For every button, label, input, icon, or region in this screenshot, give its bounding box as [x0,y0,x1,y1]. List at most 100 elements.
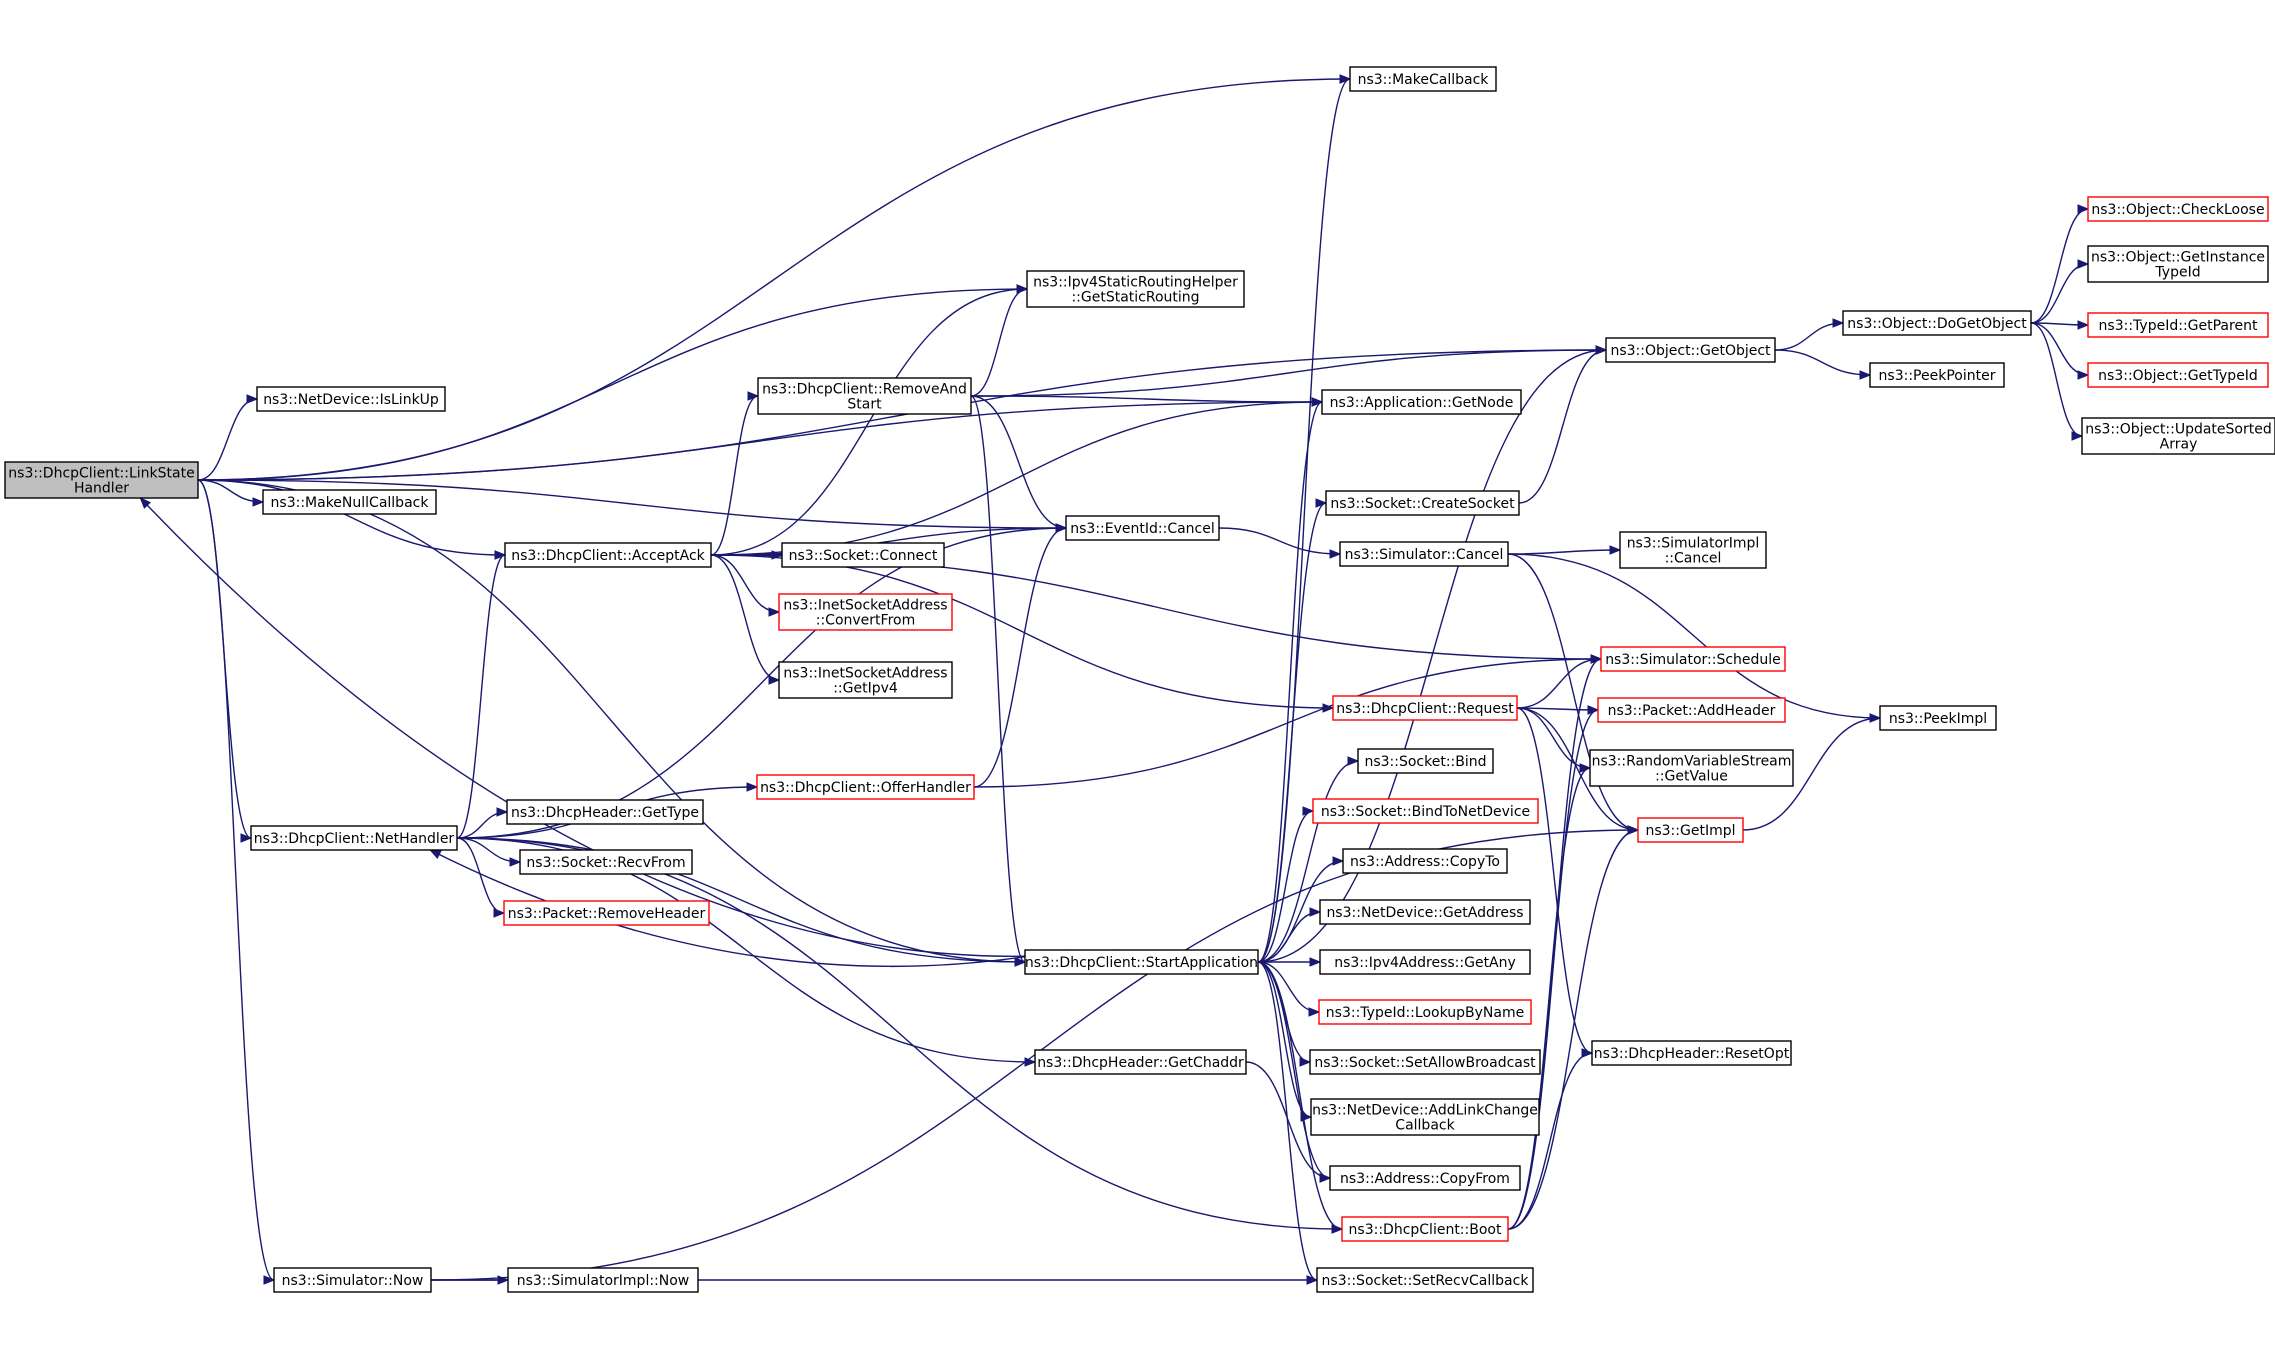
node-resetopt[interactable]: ns3::DhcpHeader::ResetOpt [1591,1040,1792,1066]
arrowhead [1579,763,1592,773]
node-simcancel[interactable]: ns3::Simulator::Cancel [1339,541,1509,567]
node-box [1325,490,1520,516]
node-typeidgetparent[interactable]: ns3::TypeId::GetParent [2087,312,2269,338]
node-box [1349,66,1497,92]
node-box [1319,899,1531,925]
node-ipv4getany[interactable]: ns3::Ipv4Address::GetAny [1319,949,1531,975]
node-randomvar[interactable]: ns3::RandomVariableStream::GetValue [1589,749,1794,787]
node-label: ns3::SimulatorImpl [1627,536,1760,552]
node-label: ns3::DhcpClient::RemoveAnd [762,382,967,398]
edge-startapp-to-netgetaddress [1257,907,1322,963]
node-label: ns3::DhcpClient::LinkState [8,466,194,482]
node-acceptack[interactable]: ns3::DhcpClient::AcceptAck [504,542,712,568]
edge-line [973,527,1067,788]
edge-line [1257,760,1359,963]
edge-line [1218,527,1341,555]
node-box [504,542,712,568]
node-label: ns3::Socket::SetRecvCallback [1322,1273,1530,1289]
node-checkloose[interactable]: ns3::Object::CheckLoose [2087,196,2269,222]
node-label: ns3::MakeNullCallback [271,495,430,511]
node-offerhandler[interactable]: ns3::DhcpClient::OfferHandler [756,774,975,800]
node-getchaddr[interactable]: ns3::DhcpHeader::GetChaddr [1034,1049,1247,1075]
node-objgettypeid[interactable]: ns3::Object::GetTypeId [2087,362,2269,388]
node-simimplnow[interactable]: ns3::SimulatorImpl::Now [507,1267,699,1293]
node-label: ns3::Socket::Bind [1364,754,1486,770]
node-label: ::GetIpv4 [833,681,898,697]
node-label: ns3::Ipv4Address::GetAny [1334,955,1516,971]
node-box [1319,949,1531,975]
edge-line [1507,767,1591,1230]
node-label: ::Cancel [1665,551,1722,567]
node-peekimpl[interactable]: ns3::PeekImpl [1879,705,1997,731]
node-makecallback[interactable]: ns3::MakeCallback [1349,66,1497,92]
node-simnow[interactable]: ns3::Simulator::Now [273,1267,432,1293]
edge-offerhandler-to-eventcancel [973,523,1068,788]
node-getipv4[interactable]: ns3::InetSocketAddress::GetIpv4 [778,661,953,699]
node-netgetaddress[interactable]: ns3::NetDevice::GetAddress [1319,899,1531,925]
node-label: ns3::DhcpClient::OfferHandler [760,780,971,796]
edge-startapp-to-getobject [1257,345,1608,963]
node-appgetnode[interactable]: ns3::Application::GetNode [1321,389,1522,415]
node-request[interactable]: ns3::DhcpClient::Request [1332,695,1518,721]
arrowhead [1309,907,1322,917]
node-lookupbyname[interactable]: ns3::TypeId::LookupByName [1318,999,1532,1025]
edge-removeand-to-startapp [970,395,1027,967]
node-boot[interactable]: ns3::DhcpClient::Boot [1341,1216,1509,1242]
node-bindtonet[interactable]: ns3::Socket::BindToNetDevice [1312,798,1539,824]
node-makenull[interactable]: ns3::MakeNullCallback [262,489,437,515]
node-removeheader[interactable]: ns3::Packet::RemoveHeader [503,900,710,926]
node-label: ns3::DhcpClient::Boot [1349,1222,1502,1238]
edge-boot-to-resetopt [1507,1048,1594,1230]
node-createsocket[interactable]: ns3::Socket::CreateSocket [1325,490,1520,516]
node-recvfrom[interactable]: ns3::Socket::RecvFrom [519,849,693,875]
arrowhead [246,394,259,404]
edge-dogetobject-to-checkloose [2030,204,2090,324]
node-peekpointer[interactable]: ns3::PeekPointer [1869,362,2005,388]
node-gettype[interactable]: ns3::DhcpHeader::GetType [506,799,704,825]
node-box [1637,817,1744,843]
node-eventcancel[interactable]: ns3::EventId::Cancel [1065,515,1220,541]
arrowhead [1302,806,1315,816]
edge-line [456,837,1026,963]
node-setallowbroadcast[interactable]: ns3::Socket::SetAllowBroadcast [1309,1049,1541,1075]
node-socketconnect[interactable]: ns3::Socket::Connect [781,542,945,568]
arrowhead [1590,654,1603,664]
node-label: Array [2160,437,2198,453]
node-startapp[interactable]: ns3::DhcpClient::StartApplication [1024,949,1259,975]
node-getimpl[interactable]: ns3::GetImpl [1637,817,1744,843]
node-dogetobject[interactable]: ns3::Object::DoGetObject [1842,310,2032,336]
node-box [756,774,975,800]
node-nethandler[interactable]: ns3::DhcpClient::NetHandler [250,825,458,851]
node-socketbind[interactable]: ns3::Socket::Bind [1357,748,1494,774]
node-addheader[interactable]: ns3::Packet::AddHeader [1597,697,1786,723]
edge-line [1516,707,1593,1054]
edge-dogetobject-to-objgettypeid [2030,322,2090,380]
edge-line [1507,829,1639,1230]
edge-line [970,349,1607,397]
node-ipv4static[interactable]: ns3::Ipv4StaticRoutingHelper::GetStaticR… [1026,270,1245,308]
edge-createsocket-to-getobject [1518,345,1608,504]
edge-line [1516,658,1602,709]
arrowhead [1299,1057,1312,1067]
edge-line [429,849,1066,968]
node-addrcopyto[interactable]: ns3::Address::CopyTo [1342,848,1508,874]
node-simimplcancel[interactable]: ns3::SimulatorImpl::Cancel [1619,531,1767,569]
node-box [1357,748,1494,774]
node-islinkup[interactable]: ns3::NetDevice::IsLinkUp [256,386,446,412]
node-convertfrom[interactable]: ns3::InetSocketAddress::ConvertFrom [778,593,953,631]
node-box [2081,417,2275,455]
node-getobject[interactable]: ns3::Object::GetObject [1605,337,1776,363]
node-setrecvcallback[interactable]: ns3::Socket::SetRecvCallback [1316,1267,1534,1293]
edge-line [197,479,506,556]
edge-line [1518,349,1607,504]
edge-startapp-to-appgetnode [1257,397,1324,963]
node-box [757,377,972,415]
node-simschedule[interactable]: ns3::Simulator::Schedule [1600,646,1786,672]
node-label: ::GetStaticRouting [1071,290,1199,306]
node-addrcopyfrom[interactable]: ns3::Address::CopyFrom [1329,1165,1521,1191]
